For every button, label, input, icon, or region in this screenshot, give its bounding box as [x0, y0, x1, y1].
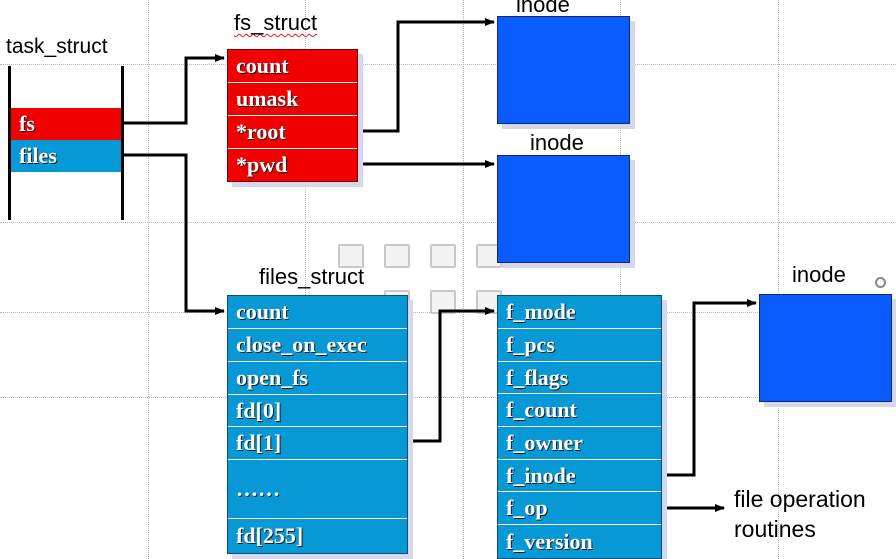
files-struct-field-fd1: fd[1] [228, 427, 407, 460]
files-struct-field-fd255: fd[255] [228, 519, 407, 553]
files-struct-field-open-fs: open_fs [228, 362, 407, 395]
file-operation-routines-line2: routines [734, 516, 816, 542]
fs-struct-title: fs_struct [234, 10, 318, 35]
fs-struct-field-root: *root [228, 116, 357, 149]
files-struct-field-ellipsis: …… [228, 460, 407, 519]
grid-line [778, 0, 779, 559]
inode-file [759, 294, 892, 402]
file-field-f-version: f_version [498, 525, 661, 558]
file-operation-routines-label: file operation routines [734, 484, 866, 544]
file-field-f-pcs: f_pcs [498, 329, 661, 362]
f-inode-to-inode-arrow [662, 299, 757, 477]
file-struct: f_mode f_pcs f_flags f_count f_owner f_i… [497, 295, 662, 559]
files-to-files-struct-arrow [124, 153, 225, 315]
inode-label-file: inode [792, 262, 846, 287]
grid-line [305, 0, 306, 559]
inode-pwd [497, 155, 630, 263]
grid-line [0, 397, 896, 398]
task-struct-right-bar [121, 66, 124, 220]
fd1-to-file-arrow [408, 307, 495, 443]
grid-line [148, 0, 149, 559]
task-struct-field-files: files [11, 140, 121, 172]
files-struct-field-close-on-exec: close_on_exec [228, 329, 407, 362]
grid-line [0, 64, 896, 65]
grid-line [0, 222, 896, 223]
fs-struct: count umask *root *pwd [227, 49, 358, 182]
grid-line [463, 0, 464, 559]
task-struct-field-fs: fs [11, 108, 121, 140]
inode-label-root: inode [516, 0, 570, 17]
file-field-f-flags: f_flags [498, 362, 661, 394]
files-struct: count close_on_exec open_fs fd[0] fd[1] … [227, 295, 408, 554]
inode-label-pwd: inode [530, 130, 584, 155]
task-struct: fs files [11, 108, 121, 172]
chart-icon [384, 244, 410, 268]
fs-to-fs-struct-arrow [124, 54, 225, 125]
file-field-f-count: f_count [498, 394, 661, 427]
grid-line [620, 0, 621, 559]
file-field-f-op: f_op [498, 492, 661, 525]
fs-struct-field-pwd: *pwd [228, 149, 357, 181]
file-field-f-mode: f_mode [498, 296, 661, 329]
fs-struct-field-count: count [228, 50, 357, 83]
selection-handle[interactable] [875, 277, 886, 288]
table-icon [338, 244, 364, 268]
smartart-icon [430, 244, 456, 268]
file-field-f-inode: f_inode [498, 460, 661, 492]
task-struct-left-bar [8, 66, 11, 220]
files-struct-title: files_struct [259, 264, 365, 289]
files-struct-field-count: count [228, 296, 407, 329]
task-struct-title: task_struct [6, 35, 108, 58]
fs-struct-field-umask: umask [228, 83, 357, 116]
root-to-inode-arrow [358, 18, 495, 133]
files-struct-field-fd0: fd[0] [228, 395, 407, 427]
inode-root [497, 16, 630, 124]
file-operation-routines-line1: file operation [734, 486, 866, 512]
file-field-f-owner: f_owner [498, 427, 661, 460]
